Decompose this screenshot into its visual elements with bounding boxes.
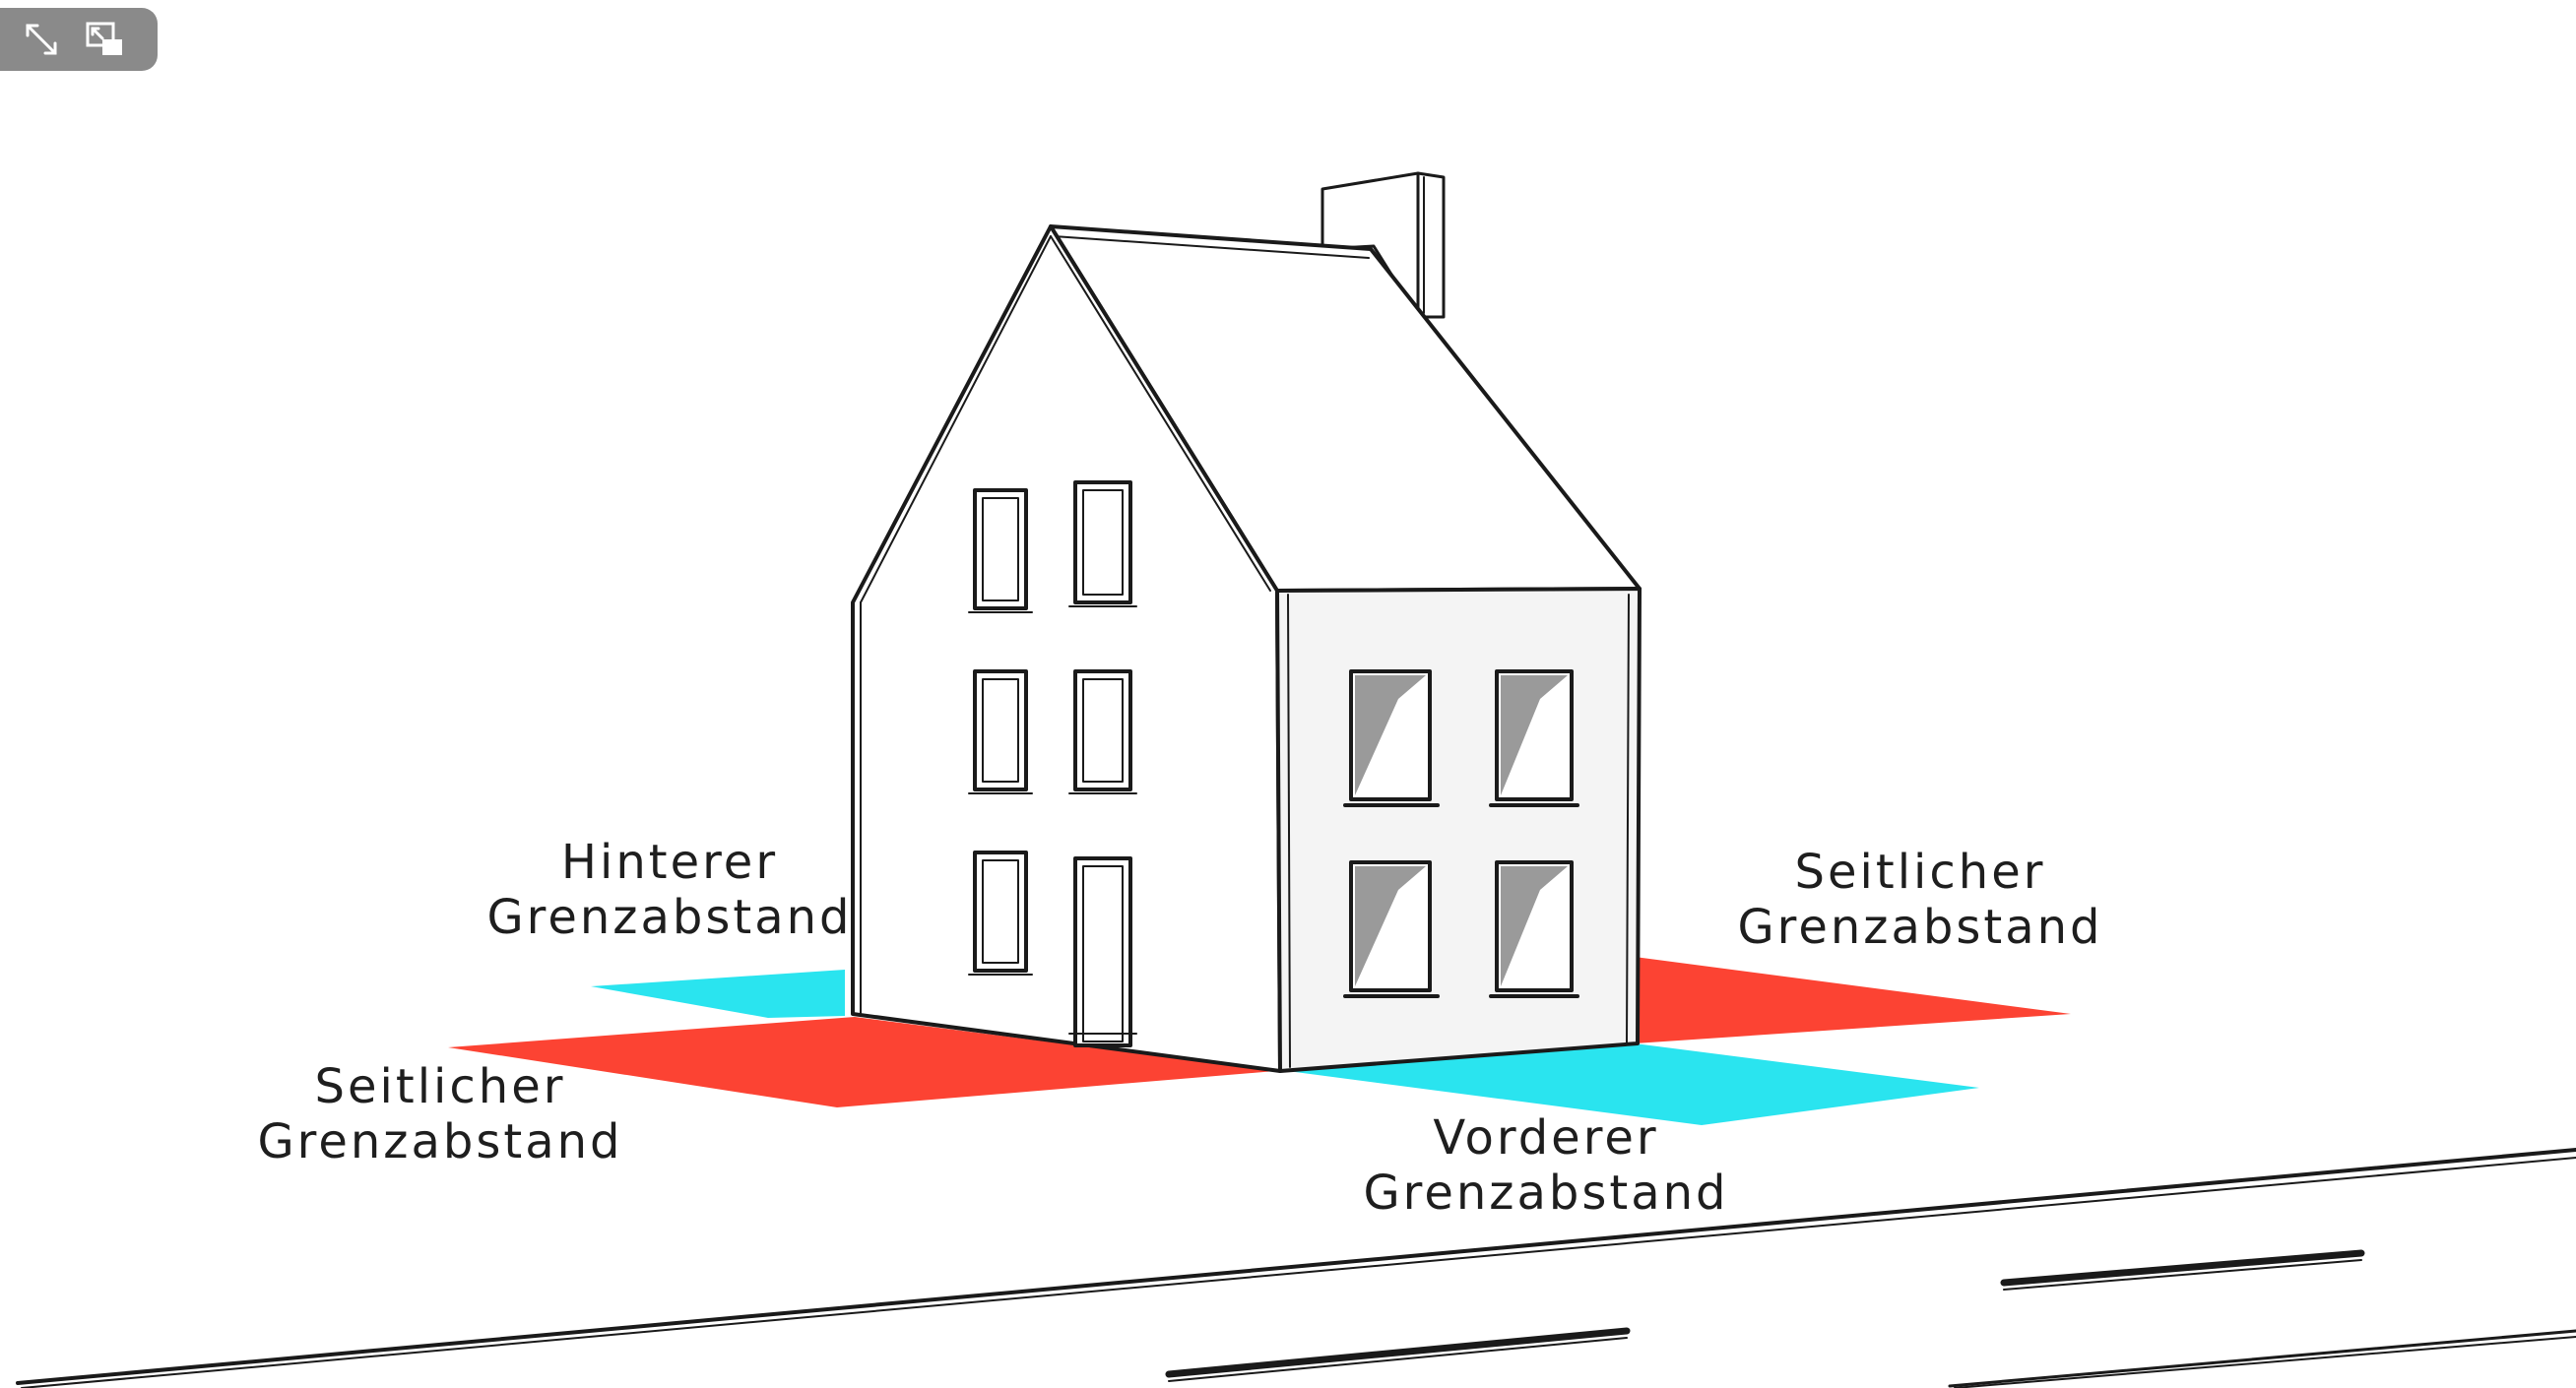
window (1073, 480, 1132, 604)
picture-in-picture-icon[interactable] (85, 20, 124, 59)
back-setback-label: Hinterer Grenzabstand (486, 835, 853, 945)
window (1073, 669, 1132, 791)
expand-arrows-icon[interactable] (22, 20, 61, 59)
front-wall (1275, 587, 1642, 1073)
front-setback-label: Vorderer Grenzabstand (1363, 1110, 1729, 1221)
player-controls (0, 8, 158, 71)
front-windows (1349, 669, 1574, 992)
right-side-setback-label: Seitlicher Grenzabstand (1737, 845, 2103, 955)
lane-marking (2000, 1249, 2365, 1287)
house (851, 171, 1642, 1073)
right-side-setback-area (1635, 957, 2071, 1043)
back-setback-area (591, 970, 845, 1018)
lane-marking (1165, 1327, 1631, 1378)
left-side-setback-area (448, 1017, 1275, 1107)
left-side-setback-label: Seitlicher Grenzabstand (257, 1059, 623, 1169)
street (16, 1148, 2576, 1388)
door (1073, 856, 1132, 1047)
front-setback-area (1280, 1043, 1979, 1125)
